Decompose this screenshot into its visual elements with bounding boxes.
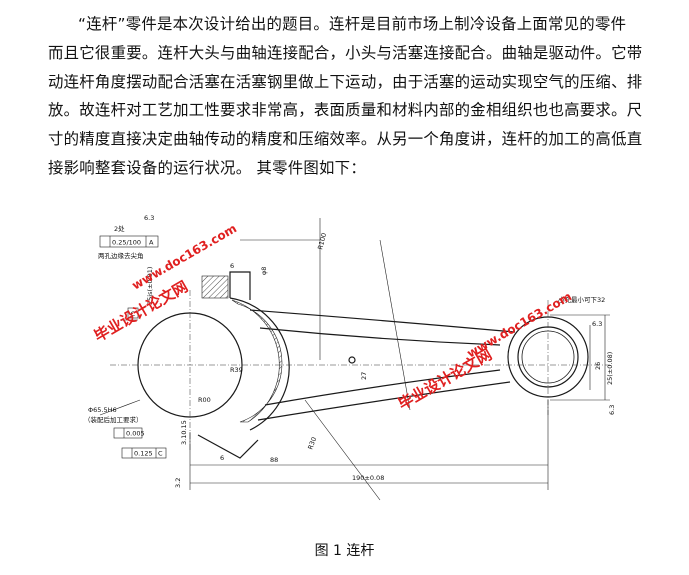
dim-phi655: Φ65.5H6 (88, 406, 117, 414)
shank-inner-top (259, 327, 501, 346)
oil-hole (348, 356, 356, 364)
dim-190: 190±0.08 (352, 474, 384, 482)
big-end-outer (229, 297, 290, 431)
dim-25js: 25js(±0.01) (146, 267, 154, 305)
dim-27: 27 (360, 372, 368, 380)
shank-bottom-edge (257, 381, 511, 421)
tol-parallel: 0.25/100 (112, 239, 141, 247)
big-end-cap (197, 434, 259, 459)
dim-6b: 6 (220, 454, 224, 462)
paragraph-line: 放。故连杆对工艺加工性要求非常高，表面质量和材料内部的金相组织也也高要求。尺 (48, 101, 643, 120)
figure-caption: 图 1 连杆 (314, 543, 375, 559)
paragraph-line: 而且它很重要。连杆大头与曲轴连接配合，小头与活塞连接配合。曲轴是驱动件。它带 (48, 43, 643, 62)
dim-phi8: φ8 (260, 267, 268, 275)
watermarks: www.doc163.com 毕业设计论文网 www.doc163.com 毕业… (91, 221, 574, 413)
datum-a: A (149, 239, 154, 247)
paragraph-line: “连杆”零件是本次设计给出的题目。连杆是目前市场上制冷设备上面常见的零件 (78, 15, 627, 33)
dim-26: 26 (594, 362, 602, 370)
dim-25: 25(±0.08) (606, 352, 614, 385)
dim-310: 3.10.15 (180, 420, 188, 445)
roughness-top: 6.3 (144, 214, 154, 222)
paragraph-line: 动连杆角度摆动配合活塞在活塞钢里做上下运动，由于活塞的运动实现空气的压缩、排 (48, 72, 643, 91)
drawing-svg: 2处 6.3 0.25/100 A 两孔边缘去尖角 R100 6 φ8 25js… (84, 214, 616, 501)
center-lines (110, 290, 610, 450)
hatched-section (231, 299, 283, 423)
datum-c: C (131, 310, 136, 318)
shank-top-edge (249, 309, 516, 333)
dimension-texts: 2处 6.3 0.25/100 A 两孔边缘去尖角 R100 6 φ8 25js… (84, 214, 616, 488)
bolt-boss (229, 271, 251, 300)
chamfer-note: 两孔边缘去尖角 (98, 251, 144, 260)
dim-32: 3.2 (174, 478, 182, 488)
paragraph-line: 寸的精度直接决定曲轴传动的精度和压缩效率。从另一个角度讲，连杆的加工的高低直 (48, 130, 643, 149)
dim-88: 88 (270, 456, 278, 464)
shank-inner-bottom (264, 369, 501, 406)
note-2: 2处 (114, 224, 125, 233)
roughness-right: 6.3 (592, 320, 602, 328)
connecting-rod-drawing: 2处 6.3 0.25/100 A 两孔边缘去尖角 R100 6 φ8 25js… (80, 200, 640, 532)
tol-cyl: 0.005 (126, 430, 145, 438)
dim-63b: 6.3 (608, 405, 616, 415)
tol-pos: 0.125 (134, 450, 153, 458)
tol-pos-ref: C (158, 450, 163, 458)
dim-small-end: 小孔最小可下32 (558, 295, 605, 304)
note-assembly: （装配后加工要求） (84, 415, 143, 424)
hatched-boss (201, 275, 229, 299)
tolerance-frames (99, 235, 167, 459)
dim-r30: R30 (306, 436, 318, 451)
paragraph-line: 接影响整套设备的运行状况。 其零件图如下： (48, 158, 366, 177)
dim-6: 6 (230, 262, 234, 270)
dim-r00: R00 (198, 396, 211, 404)
dim-r100: R100 (316, 232, 328, 250)
dimension-lines (99, 218, 610, 501)
dim-r39: R39 (230, 366, 243, 374)
watermark-site: 毕业设计论文网 (395, 345, 495, 413)
body-paragraph: “连杆”零件是本次设计给出的题目。连杆是目前市场上制冷设备上面常见的零件 而且它… (48, 10, 668, 183)
